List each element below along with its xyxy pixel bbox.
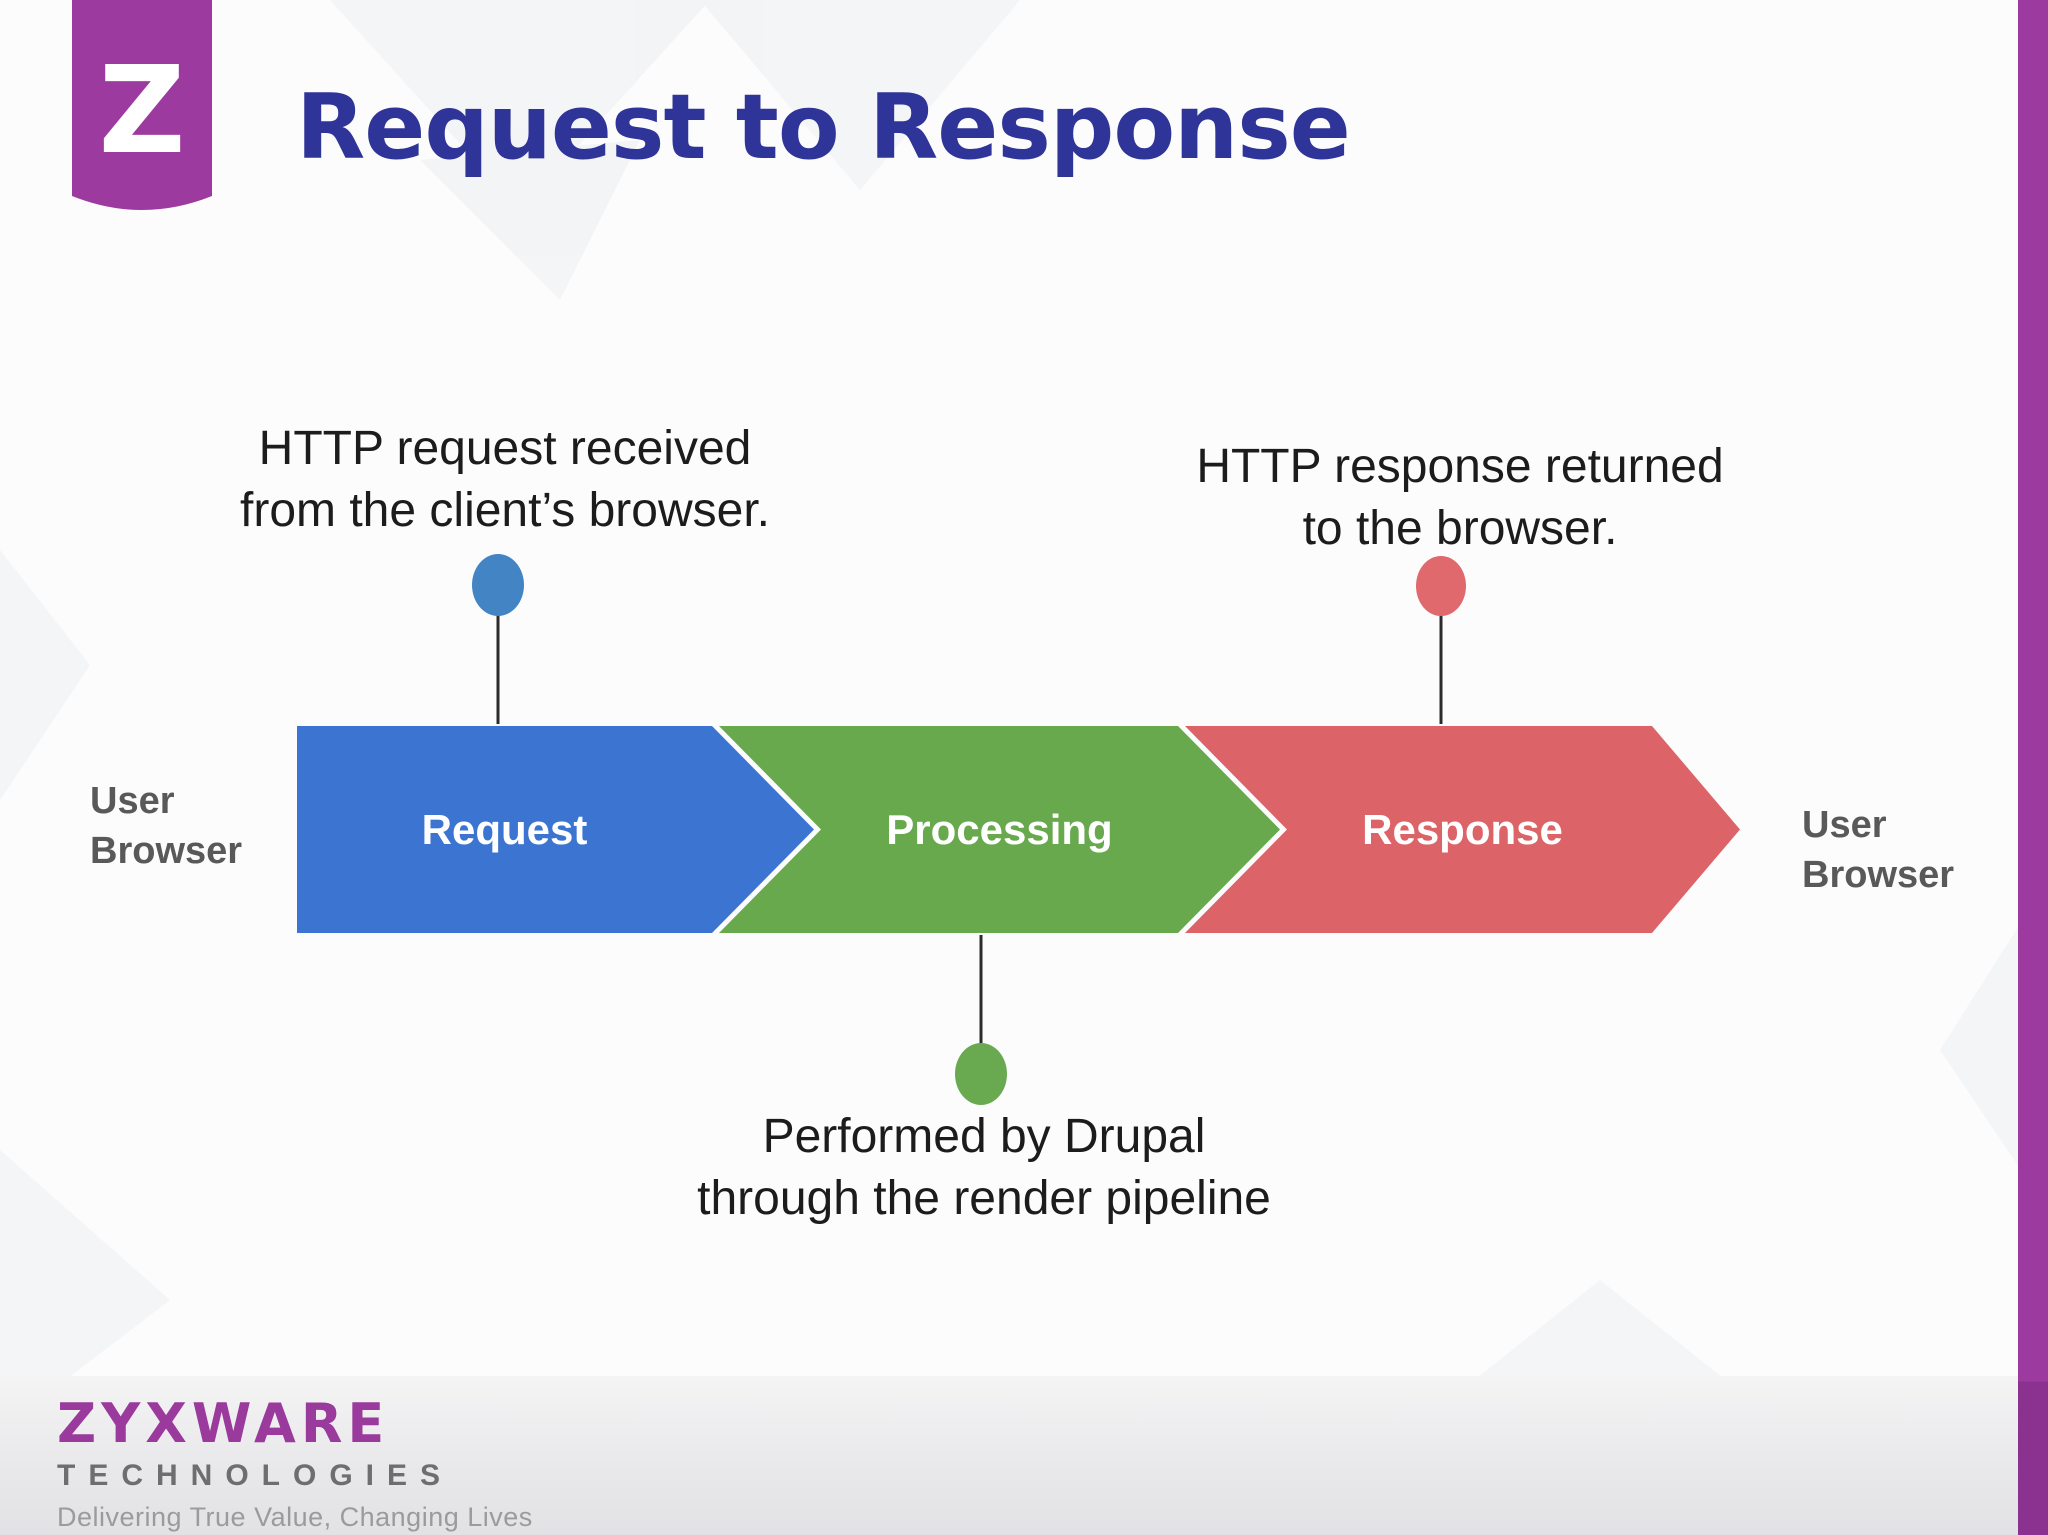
response-annotation: HTTP response returned to the browser. bbox=[1110, 436, 1810, 560]
processing-annotation: Performed by Drupal through the render p… bbox=[634, 1106, 1334, 1230]
ribbon-shape bbox=[72, 0, 212, 210]
processing-step-label: Processing bbox=[886, 805, 1113, 853]
response-annotation-line2: to the browser. bbox=[1302, 502, 1618, 555]
user-browser-left-label: User Browser bbox=[90, 776, 242, 876]
zyxware-tagline-text: Delivering True Value, Changing Lives bbox=[57, 1502, 533, 1532]
zyxware-brand-text: ZYXWARE bbox=[57, 1392, 390, 1455]
right-edge-stripe bbox=[2018, 0, 2048, 1535]
processing-dot bbox=[955, 1043, 1007, 1105]
request-arrow-shape bbox=[297, 726, 814, 933]
request-dot bbox=[472, 554, 524, 616]
footer-band bbox=[0, 1376, 2048, 1535]
page-title: Request to Response bbox=[296, 75, 1351, 180]
z-ribbon-logo: Z bbox=[72, 0, 212, 228]
response-step-label: Response bbox=[1362, 805, 1563, 853]
processing-annotation-line2: through the render pipeline bbox=[697, 1172, 1271, 1225]
processing-annotation-line1: Performed by Drupal bbox=[762, 1110, 1206, 1163]
user-browser-right-label: User Browser bbox=[1802, 800, 1954, 900]
user-browser-right-line2: Browser bbox=[1802, 854, 1955, 896]
request-annotation-line2: from the client’s browser. bbox=[240, 484, 770, 537]
ribbon-letter-z: Z bbox=[98, 42, 186, 181]
user-browser-left-line1: User bbox=[90, 780, 175, 822]
user-browser-right-line1: User bbox=[1802, 804, 1887, 846]
zyxware-division-text: TECHNOLOGIES bbox=[57, 1459, 454, 1492]
zyxware-logo: ZYXWARE TECHNOLOGIES Delivering True Val… bbox=[57, 1392, 533, 1533]
processing-arrow-shape bbox=[719, 726, 1280, 933]
request-annotation: HTTP request received from the client’s … bbox=[155, 418, 855, 542]
request-step-label: Request bbox=[421, 805, 588, 853]
user-browser-left-line2: Browser bbox=[90, 830, 243, 872]
response-annotation-line1: HTTP response returned bbox=[1196, 440, 1724, 493]
response-arrow-shape bbox=[1185, 726, 1740, 933]
ribbon-path bbox=[72, 0, 212, 210]
response-dot bbox=[1416, 556, 1466, 616]
request-annotation-line1: HTTP request received bbox=[258, 422, 752, 475]
